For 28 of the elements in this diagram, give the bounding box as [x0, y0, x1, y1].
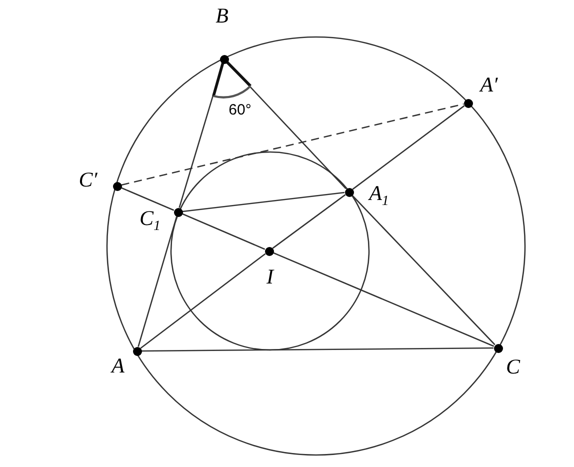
- line-segment: [272, 252, 494, 347]
- point-dot: [264, 246, 274, 256]
- line-segment: [120, 187, 174, 211]
- line-segment: [272, 194, 346, 249]
- point-label: C: [506, 356, 520, 378]
- point-label: A′: [480, 74, 498, 96]
- line-segment: [140, 253, 266, 349]
- point-dot: [174, 208, 182, 216]
- point-dot: [344, 188, 354, 196]
- line-segment: [182, 192, 345, 212]
- point-dot: [112, 182, 122, 190]
- line-segment: [352, 105, 465, 190]
- line-segment: [142, 347, 494, 352]
- point-dot: [220, 54, 228, 64]
- point-label: B: [216, 6, 228, 26]
- point-label: C$_{1}$: [140, 208, 160, 234]
- angle-label: 60°: [228, 102, 252, 118]
- line-segment: [138, 216, 178, 347]
- point-label: A: [112, 356, 124, 376]
- point-dot: [494, 344, 502, 352]
- point-dot: [464, 98, 472, 108]
- point-dot: [132, 346, 142, 356]
- point-label: C′: [78, 170, 98, 190]
- line-segment: [182, 213, 266, 250]
- dashed-line-segment: [121, 103, 464, 186]
- line-segment: [352, 194, 496, 346]
- point-label: A$_{1}$: [369, 182, 389, 210]
- point-label: I: [266, 266, 274, 288]
